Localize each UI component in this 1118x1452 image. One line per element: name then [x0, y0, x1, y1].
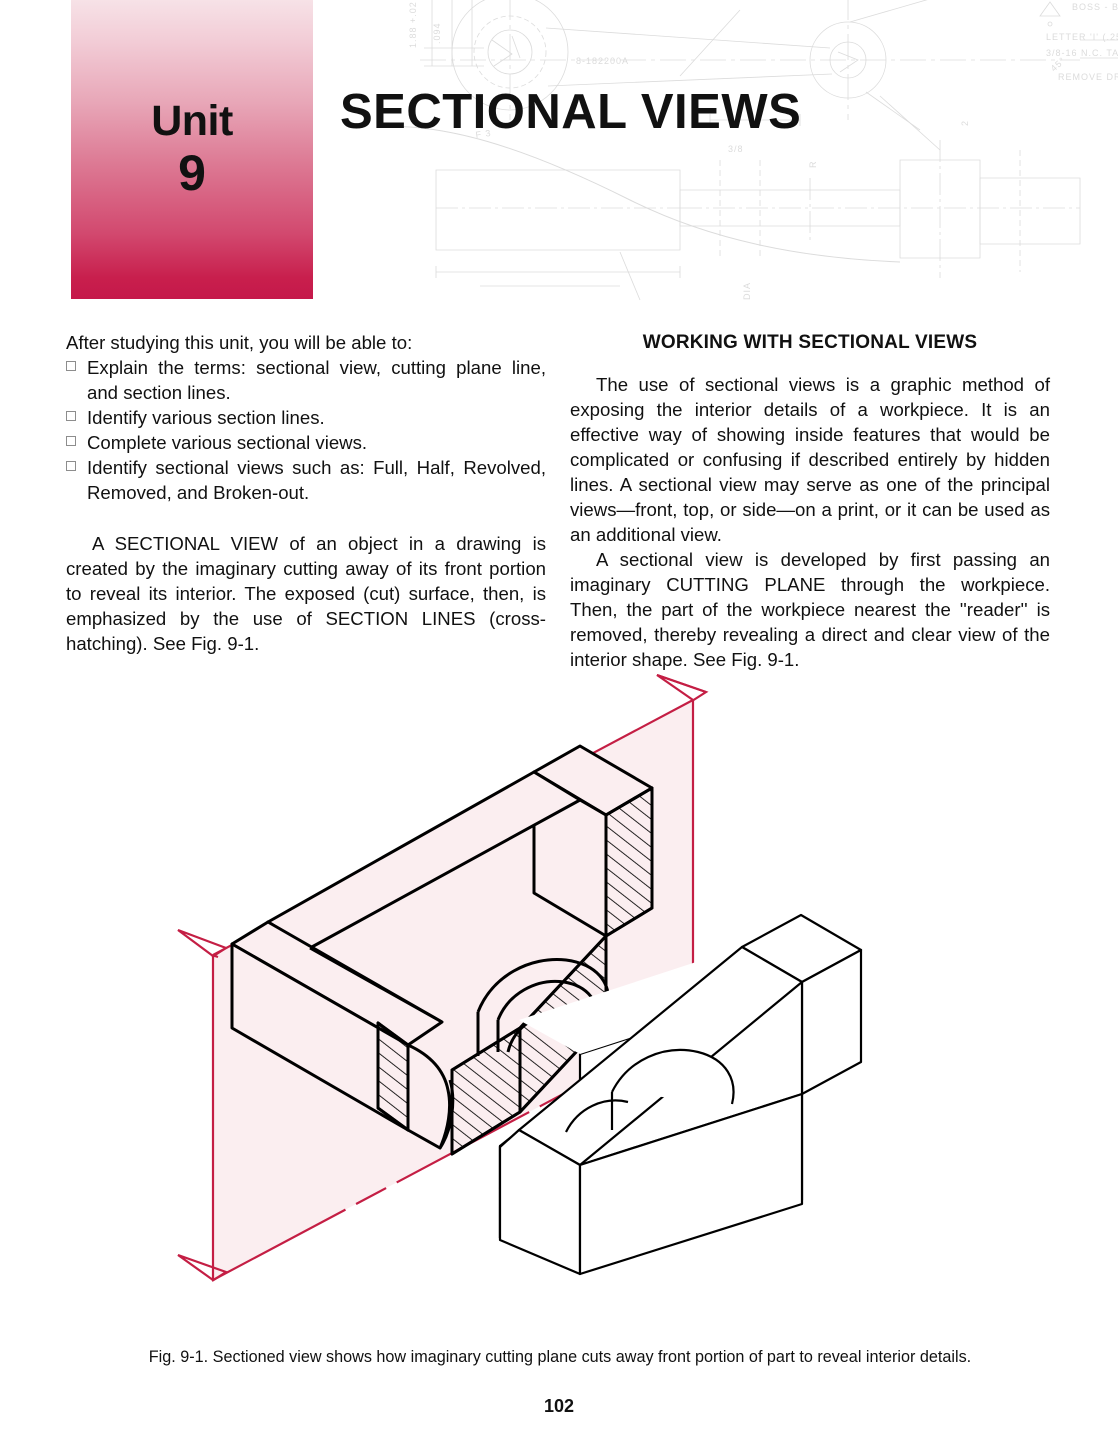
checkbox-icon — [66, 361, 76, 371]
svg-text:DIA: DIA — [742, 282, 752, 300]
cutting-plane-arrow-top-right — [656, 673, 709, 702]
left-body-paragraph: A SECTIONAL VIEW of an object in a drawi… — [66, 533, 546, 654]
svg-text:8-182200A: 8-182200A — [576, 56, 629, 66]
unit-tab: Unit 9 — [71, 0, 313, 299]
checkbox-icon — [66, 436, 76, 446]
objectives-list: Explain the terms: sectional view, cutti… — [66, 355, 546, 505]
svg-text:1.88 +.02 -.00: 1.88 +.02 -.00 — [408, 0, 418, 48]
list-item: Complete various sectional views. — [66, 430, 546, 455]
objective-text: Identify various section lines. — [87, 407, 325, 428]
svg-text:F 3: F 3 — [475, 128, 492, 140]
svg-text:BOSS - BOTH SIDES: BOSS - BOTH SIDES — [1072, 2, 1118, 12]
right-column: WORKING WITH SECTIONAL VIEWS The use of … — [570, 330, 1050, 672]
left-column: After studying this unit, you will be ab… — [66, 330, 546, 656]
cutting-plane-arrow-bottom-left — [177, 1253, 229, 1282]
objectives-intro: After studying this unit, you will be ab… — [66, 332, 413, 353]
checkbox-icon — [66, 461, 76, 471]
svg-text:3/8-16 N.C. TAP - THRU: 3/8-16 N.C. TAP - THRU — [1046, 48, 1118, 58]
page-header: 8-182200A BOSS - BOTH SIDES LETTER 'I' (… — [0, 0, 1118, 305]
page-number: 102 — [543, 1396, 575, 1416]
right-paragraph-2: A sectional view is developed by first p… — [570, 548, 1050, 670]
cutting-plane-arrow-upper-left — [177, 928, 229, 958]
svg-text:REMOVE DRAFT: REMOVE DRAFT — [1058, 72, 1118, 82]
removed-block-detail — [498, 913, 863, 1276]
list-item: Identify various section lines. — [66, 405, 546, 430]
svg-text:R: R — [808, 161, 818, 169]
figure-9-1 — [0, 660, 1118, 1320]
sectioned-part-with-hatching — [230, 744, 654, 1156]
svg-text:2: 2 — [960, 120, 970, 126]
page-title: SECTIONAL VIEWS — [340, 85, 802, 139]
unit-number: 9 — [178, 144, 206, 201]
objective-text: Identify sectional views such as: Full, … — [87, 457, 546, 503]
svg-text:.094: .094 — [432, 22, 442, 44]
svg-text:3/8: 3/8 — [728, 144, 744, 154]
list-item: Identify sectional views such as: Full, … — [66, 455, 546, 505]
sectional-view-illustration — [177, 673, 863, 1282]
objective-text: Complete various sectional views. — [87, 432, 368, 453]
checkbox-icon — [66, 411, 76, 421]
figure-caption: Fig. 9-1. Sectioned view shows how imagi… — [148, 1348, 972, 1366]
section-heading: WORKING WITH SECTIONAL VIEWS — [642, 332, 978, 353]
svg-text:LETTER 'I' (.257) DRILL THRU: LETTER 'I' (.257) DRILL THRU — [1046, 32, 1118, 42]
blueprint-watermark-icon: 8-182200A BOSS - BOTH SIDES LETTER 'I' (… — [380, 0, 1118, 301]
objective-text: Explain the terms: sectional view, cutti… — [87, 357, 546, 403]
list-item: Explain the terms: sectional view, cutti… — [66, 355, 546, 405]
unit-label: Unit — [151, 96, 233, 145]
right-paragraph-1: The use of sectional views is a graphic … — [570, 373, 1050, 545]
